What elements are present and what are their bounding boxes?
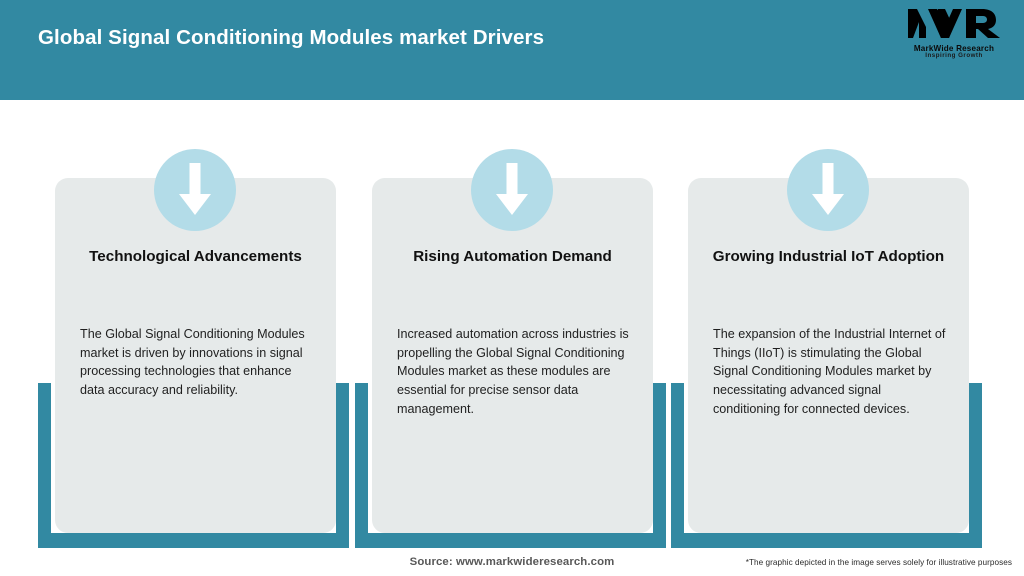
down-arrow-badge-1: [154, 149, 236, 231]
logo-company-name: MarkWide Research: [913, 44, 995, 53]
card-frame-bottom-1: [38, 533, 349, 548]
card-frame-right-2: [653, 383, 666, 548]
card-frame-right-1: [336, 383, 349, 548]
down-arrow-icon: [177, 163, 213, 217]
logo-tagline: Inspiring Growth: [925, 52, 983, 60]
source-label: Source: www.markwideresearch.com: [409, 556, 615, 568]
down-arrow-icon: [494, 163, 530, 217]
driver-card-title-2: Rising Automation Demand: [413, 248, 612, 265]
card-frame-left-3: [671, 383, 684, 548]
disclaimer-label: *The graphic depicted in the image serve…: [745, 558, 1012, 567]
driver-card-3[interactable]: Growing Industrial IoT Adoption The expa…: [688, 178, 969, 533]
card-frame-bottom-2: [355, 533, 666, 548]
down-arrow-badge-2: [471, 149, 553, 231]
page-title: Global Signal Conditioning Modules marke…: [38, 26, 545, 49]
card-frame-right-3: [969, 383, 982, 548]
down-arrow-badge-3: [787, 149, 869, 231]
card-frame-bottom-3: [671, 533, 982, 548]
driver-card-1[interactable]: Technological Advancements The Global Si…: [55, 178, 336, 533]
driver-card-body-3: The expansion of the Industrial Internet…: [713, 327, 946, 416]
markwide-research-logo: MarkWide Research Inspiring Growth: [902, 7, 1006, 63]
down-arrow-icon: [810, 163, 846, 217]
mwr-monogram-icon: [908, 7, 1000, 44]
driver-card-title-3: Growing Industrial IoT Adoption: [712, 248, 945, 265]
driver-card-title-1: Technological Advancements: [89, 248, 302, 265]
driver-card-body-1: The Global Signal Conditioning Modules m…: [80, 327, 305, 397]
card-frame-left-2: [355, 383, 368, 548]
header-bar: Global Signal Conditioning Modules marke…: [0, 0, 1024, 100]
card-frame-left-1: [38, 383, 51, 548]
driver-card-2[interactable]: Rising Automation Demand Increased autom…: [372, 178, 653, 533]
driver-card-body-2: Increased automation across industries i…: [397, 327, 629, 416]
